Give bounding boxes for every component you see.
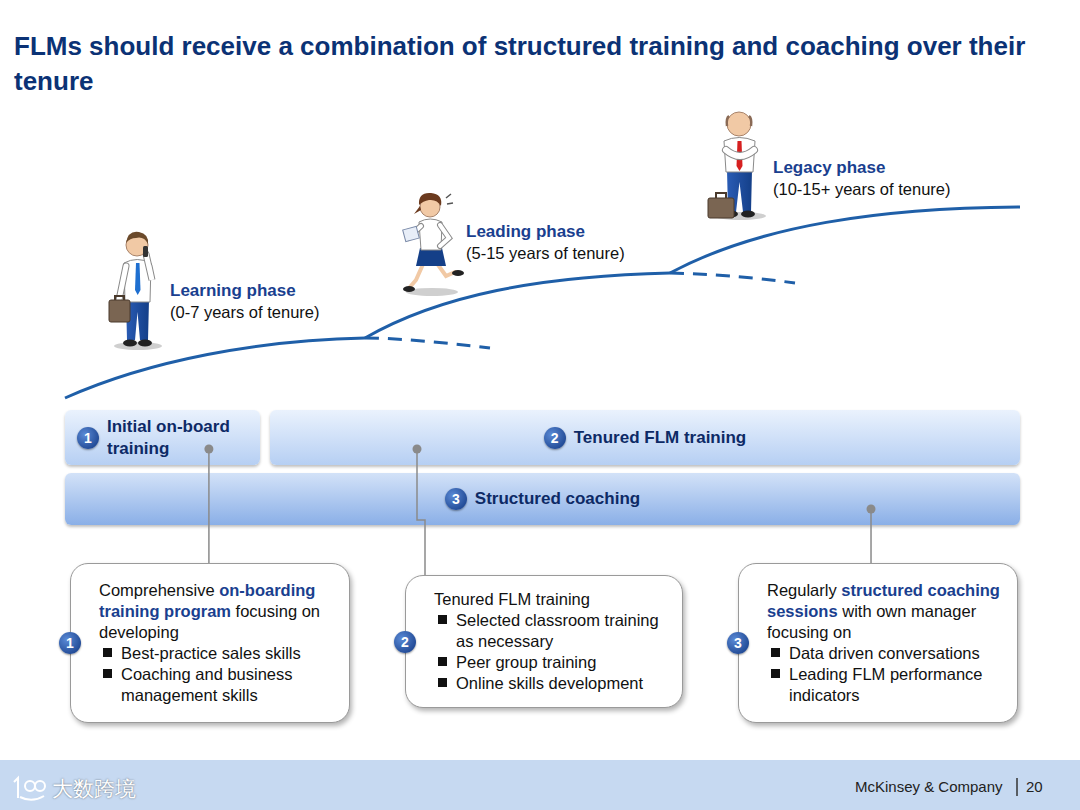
bullet-text: Online skills development xyxy=(456,674,643,692)
slide-title: FLMs should receive a combination of str… xyxy=(14,29,1044,99)
tenure-curve xyxy=(65,207,1020,398)
leader-line xyxy=(417,449,425,575)
leader-line xyxy=(870,509,872,563)
leader-dot xyxy=(204,445,213,454)
box-text: Comprehensive xyxy=(99,581,215,599)
footer-separator xyxy=(1016,778,1018,796)
leader-dot xyxy=(413,445,422,454)
box-text: Regularly xyxy=(767,581,837,599)
bullet-text: Best-practice sales skills xyxy=(121,644,301,662)
page-number: 20 xyxy=(1026,778,1043,795)
bullet-item: Selected classroom training as necessary xyxy=(456,610,668,652)
detail-box: Comprehensive on-boarding training progr… xyxy=(70,563,350,723)
tenure-range: (5-15 years of tenure) xyxy=(466,244,625,263)
bullet-text: Data driven conversations xyxy=(789,644,980,662)
bullet-text: Selected classroom training as necessary xyxy=(456,611,659,650)
bullet-item: Best-practice sales skills xyxy=(121,643,335,664)
tenure-range: (0-7 years of tenure) xyxy=(170,303,319,322)
phase-bar: 1 Initial on-board training xyxy=(65,410,260,465)
phase-name: Learning phase xyxy=(170,281,296,301)
phase-name: Legacy phase xyxy=(773,158,885,178)
callout-number: 3 xyxy=(727,632,749,654)
callout-number: 1 xyxy=(59,632,81,654)
watermark-logo xyxy=(14,778,45,800)
bar-label: Tenured FLM training xyxy=(574,427,747,449)
phase-bar: 2 Tenured FLM training xyxy=(270,410,1020,465)
bullet-item: Leading FLM performance indicators xyxy=(789,664,1003,706)
bullet-text: Leading FLM performance indicators xyxy=(789,665,983,704)
callout-number: 3 xyxy=(445,488,467,510)
bullet-text: Peer group training xyxy=(456,653,596,671)
bullet-item: Peer group training xyxy=(456,652,668,673)
callout-number: 1 xyxy=(77,427,99,449)
leading-figure xyxy=(403,193,464,296)
detail-box: Tenured FLM training Selected classroom … xyxy=(405,575,683,708)
legacy-figure xyxy=(708,112,766,220)
detail-box: Regularly structured coaching sessions w… xyxy=(738,563,1018,723)
leader-line xyxy=(208,449,210,563)
watermark: 大数跨境 xyxy=(52,775,136,803)
leader-dot xyxy=(867,505,876,514)
bullet-text: Coaching and business management skills xyxy=(121,665,293,704)
bar-label: Structured coaching xyxy=(475,488,640,510)
phase-name: Leading phase xyxy=(466,222,585,242)
bullet-item: Online skills development xyxy=(456,673,668,694)
callout-number: 2 xyxy=(544,427,566,449)
company-name: McKinsey & Company xyxy=(855,778,1003,795)
learning-figure xyxy=(109,232,162,350)
callout-number: 2 xyxy=(394,631,416,653)
bullet-item: Data driven conversations xyxy=(789,643,1003,664)
bullet-item: Coaching and business management skills xyxy=(121,664,335,706)
tenure-range: (10-15+ years of tenure) xyxy=(773,180,950,199)
box-text: Tenured FLM training xyxy=(434,590,590,608)
bar-label: Initial on-board training xyxy=(107,416,248,460)
